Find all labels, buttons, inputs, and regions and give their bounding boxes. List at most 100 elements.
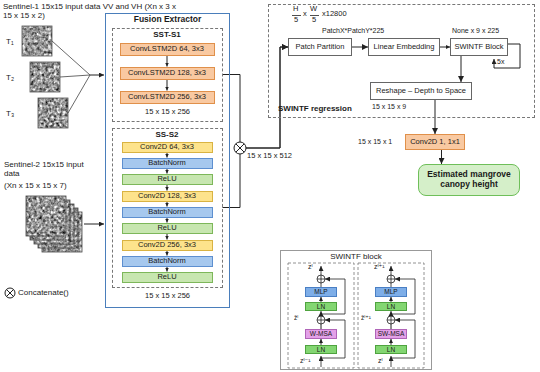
attention-box: SW-MSA: [375, 329, 408, 339]
annotation-label: zˡ: [378, 357, 383, 365]
norm-box: LN: [375, 302, 407, 311]
flow-arrow: [441, 150, 442, 164]
annotation-label: T₁: [6, 37, 14, 46]
adder-circle: [387, 316, 395, 324]
sentinel2-stack: [26, 196, 104, 252]
input-arrow: [84, 224, 104, 225]
box-label: SWINTF Block: [454, 43, 503, 52]
adder-circle: [387, 275, 395, 283]
convlstm-layer: ConvLSTM2D 64, 3x3: [120, 43, 215, 56]
norm-box: LN: [305, 345, 337, 354]
thumbnail-frame: [30, 62, 60, 92]
concat-cross: [7, 290, 14, 297]
process-box: Patch Partition: [288, 38, 352, 56]
box-label: Conv2D 256, 3x3: [138, 241, 196, 250]
concat-symbol: [234, 142, 246, 154]
concat-circle: [234, 142, 246, 154]
block-frame: SWINTF blockMLP LN W-MSA LN MLP LN SW-MSA LN: [280, 250, 432, 370]
annotation-label: 5x: [497, 58, 504, 66]
box-label: Reshape – Depth to Space: [376, 87, 466, 96]
module-frame: Fusion ExtractorSST-S1ConvLSTM2D 64, 3x3…: [105, 13, 230, 308]
group-title: SWINTF block: [281, 252, 431, 261]
norm-box: LN: [375, 345, 407, 354]
box-label: BatchNorm: [148, 208, 186, 217]
flow-arrow: [440, 47, 450, 48]
convlstm-layer: ConvLSTM2D 128, 3x3: [120, 67, 215, 80]
annotation-label: PatchX*PatchY*225: [322, 27, 384, 35]
branch-frame: SS-S2Conv2D 64, 3x3BatchNormReLUConv2D 1…: [112, 128, 223, 288]
input-arrow: [90, 75, 104, 76]
adder-circle: [317, 275, 325, 283]
annotation-label: None x 9 x 225: [452, 27, 499, 35]
annotation-label: 15 x 15 x 256: [145, 108, 190, 117]
conv-layer: Conv2D 128, 3x3: [122, 191, 213, 202]
box-label: SW-MSA: [378, 330, 405, 337]
box-label: BatchNorm: [148, 159, 186, 168]
norm-layer: BatchNorm: [122, 256, 213, 267]
box-label: ConvLSTM2D 128, 3x3: [128, 69, 206, 78]
image-layer: [26, 196, 66, 236]
flow-line: [321, 266, 322, 275]
annotation-label: x: [303, 10, 307, 19]
flow-arrow: [167, 80, 168, 91]
mlp-box: MLP: [375, 287, 407, 297]
concat-circle: [5, 288, 15, 298]
conv-layer: Conv2D 1, 1x1: [405, 134, 465, 150]
box-label: Linear Embedding: [374, 43, 435, 52]
annotation-label: x12800: [322, 10, 347, 19]
annotation-label: 15 x 15 x 256: [145, 292, 190, 301]
box-label: ReLU: [157, 224, 176, 233]
flow-line: [391, 266, 392, 275]
box-label: W-MSA: [310, 330, 332, 337]
box-label: ConvLSTM2D 64, 3x3: [130, 45, 204, 54]
activation-layer: ReLU: [122, 174, 213, 185]
adder-plus: [317, 275, 325, 283]
process-box: SWINTF Block: [450, 38, 508, 56]
annotation-label: 15 x 15 x 9: [372, 103, 406, 111]
conv-layer: Conv2D 256, 3x3: [122, 240, 213, 251]
box-label: LN: [387, 303, 395, 310]
box-label: Conv2D 64, 3x3: [140, 143, 194, 152]
box-label: LN: [317, 303, 325, 310]
box-label: Conv2D 1, 1x1: [410, 138, 460, 147]
annotation-label: ẑˡ⁺¹: [361, 314, 371, 321]
annotation-label: ẑˡ: [294, 314, 298, 321]
image-thumbnail: [38, 98, 68, 128]
box-label: ConvLSTM2D 256, 3x3: [128, 93, 206, 102]
convlstm-layer: ConvLSTM2D 256, 3x3: [120, 91, 215, 104]
flow-arrow: [461, 56, 462, 82]
process-box: Reshape – Depth to Space: [370, 82, 472, 100]
thumbnail-frame: [22, 26, 52, 56]
output-box: Estimated mangrove canopy height: [418, 164, 520, 196]
box-label: MLP: [314, 288, 327, 295]
flow-arrow: [223, 47, 289, 148]
thumbnail-frame: [38, 98, 68, 128]
norm-box: LN: [305, 302, 337, 311]
annotation-label: (Xn x 15 x 15 x 7): [4, 181, 67, 190]
adder-plus: [387, 275, 395, 283]
adder-symbols: [317, 275, 395, 324]
block-column: [358, 263, 424, 368]
flow-arrow: [352, 47, 368, 48]
flow-arrow: [435, 100, 436, 134]
norm-layer: BatchNorm: [122, 207, 213, 218]
image-thumbnail: [30, 62, 60, 92]
box-label: Patch Partition: [296, 43, 345, 52]
activation-layer: ReLU: [122, 272, 213, 283]
annotation-label: 5: [294, 16, 298, 25]
layer-frame: [26, 196, 66, 236]
image-thumbnail: [22, 26, 52, 56]
box-label: ReLU: [157, 273, 176, 282]
box-label: Conv2D 128, 3x3: [138, 192, 196, 201]
mlp-box: MLP: [305, 287, 337, 297]
norm-layer: BatchNorm: [122, 158, 213, 169]
group-title: SS-S2: [113, 130, 222, 139]
box-label: LN: [317, 346, 325, 353]
group-title: SST-S1: [113, 30, 222, 39]
block-column: [288, 263, 354, 368]
process-box: Linear Embedding: [368, 38, 440, 56]
annotation-label: 5: [312, 16, 316, 25]
conv-layer: Conv2D 64, 3x3: [122, 142, 213, 153]
legend-label: Concatenate(): [18, 288, 69, 297]
